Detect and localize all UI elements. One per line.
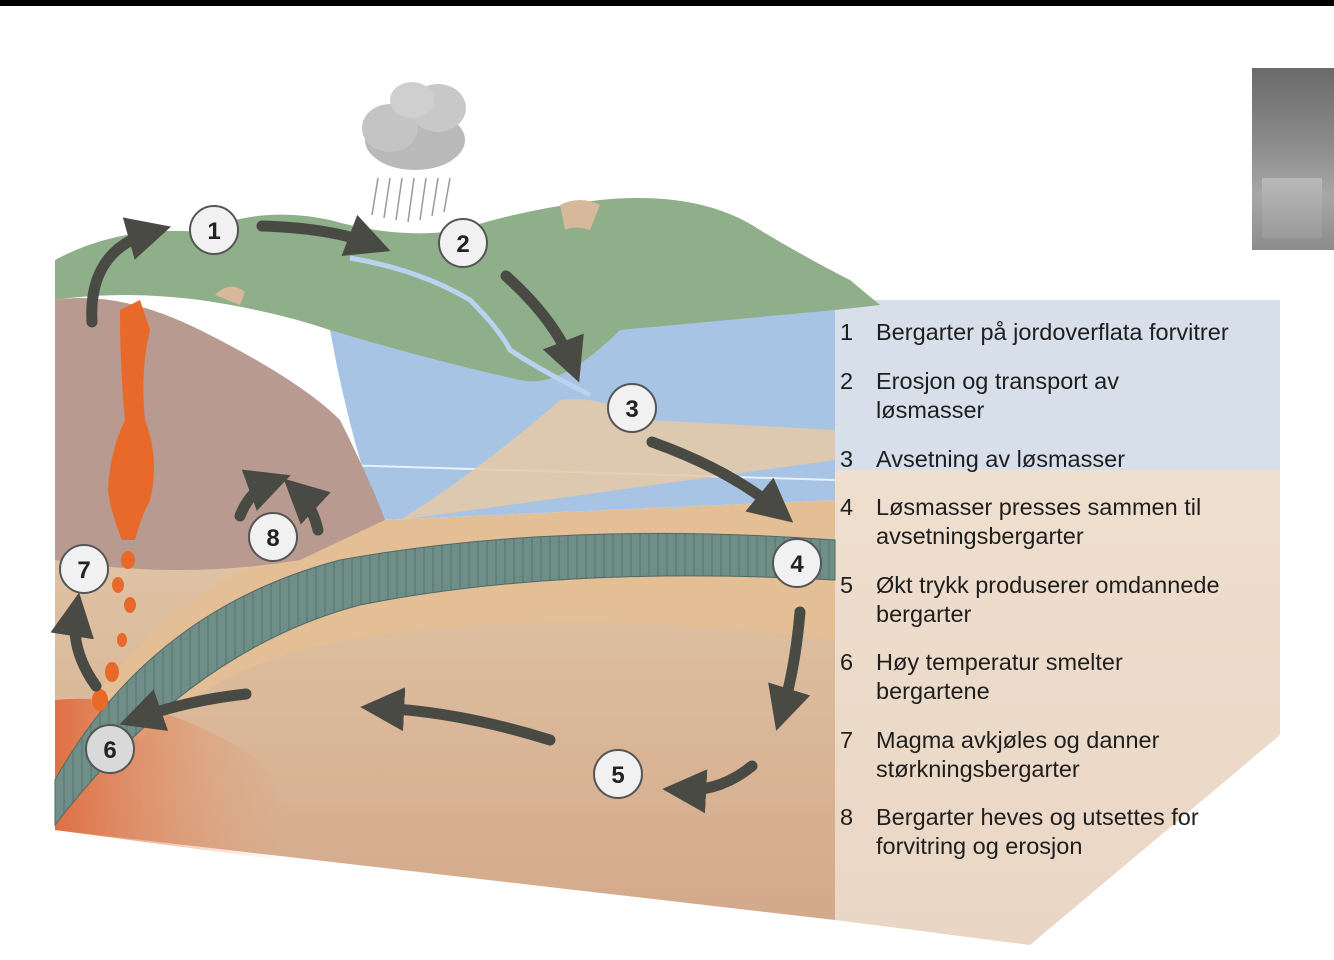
legend-text: Bergarter på jordoverflata forvitrer bbox=[876, 319, 1229, 345]
legend-item-4: 4 Løsmasser presses sammen til avsetning… bbox=[840, 493, 1261, 551]
marker-3: 3 bbox=[607, 383, 657, 433]
marker-8: 8 bbox=[248, 512, 298, 562]
legend-text: Avsetning av løsmasser bbox=[876, 446, 1126, 472]
marker-4: 4 bbox=[772, 538, 822, 588]
marker-1-label: 1 bbox=[207, 218, 220, 245]
legend-item-3: 3 Avsetning av løsmasser bbox=[840, 445, 1286, 474]
legend-num: 2 bbox=[840, 368, 854, 394]
legend-text: Bergarter heves og utsettes for forvitri… bbox=[876, 804, 1199, 859]
rain-cloud bbox=[362, 82, 466, 223]
marker-1: 1 bbox=[189, 205, 239, 255]
legend-text: Løsmasser presses sammen til avsetningsb… bbox=[876, 494, 1202, 549]
legend-text: Økt trykk produserer omdannede bergarter bbox=[876, 572, 1220, 627]
legend-item-8: 8 Bergarter heves og utsettes for forvit… bbox=[840, 803, 1256, 861]
subducting-slab bbox=[54, 532, 836, 827]
marker-3-label: 3 bbox=[625, 396, 638, 423]
marker-4-label: 4 bbox=[790, 551, 804, 578]
legend-item-2: 2 Erosjon og transport av løsmasser bbox=[840, 367, 1176, 425]
legend-item-6: 6 Høy temperatur smelter bergartene bbox=[840, 648, 1176, 706]
magma-column bbox=[108, 300, 154, 540]
video-thumbnail bbox=[1252, 68, 1334, 250]
legend-text: Erosjon og transport av løsmasser bbox=[876, 368, 1119, 423]
marker-6: 6 bbox=[85, 724, 135, 774]
marker-5-label: 5 bbox=[611, 762, 624, 789]
legend-num: 5 bbox=[840, 572, 854, 598]
legend-num: 1 bbox=[840, 319, 854, 345]
legend-text: Magma avkjøles og danner størkningsberga… bbox=[876, 727, 1160, 782]
marker-2: 2 bbox=[438, 218, 488, 268]
legend-item-5: 5 Økt trykk produserer omdannede bergart… bbox=[840, 571, 1276, 629]
mountain-snowcap-2 bbox=[215, 286, 245, 305]
legend-num: 7 bbox=[840, 727, 854, 753]
top-black-bar bbox=[0, 0, 1334, 6]
green-mountains bbox=[55, 198, 880, 382]
sediment-fan bbox=[400, 399, 835, 520]
legend-num: 4 bbox=[840, 494, 854, 520]
marker-2-label: 2 bbox=[456, 231, 469, 258]
marker-5: 5 bbox=[593, 749, 643, 799]
marker-7-label: 7 bbox=[77, 557, 90, 584]
cycle-arrows bbox=[50, 214, 811, 814]
magma-droplets bbox=[92, 551, 136, 711]
legend-num: 3 bbox=[840, 446, 854, 472]
legend-num: 8 bbox=[840, 804, 854, 830]
legend-item-7: 7 Magma avkjøles og danner størkningsber… bbox=[840, 726, 1216, 784]
marker-8-label: 8 bbox=[266, 525, 279, 552]
marker-7: 7 bbox=[59, 544, 109, 594]
legend-item-1: 1 Bergarter på jordoverflata forvitrer bbox=[840, 318, 1286, 347]
legend-num: 6 bbox=[840, 649, 854, 675]
mountain-snowcap-1 bbox=[560, 200, 600, 230]
water-right-face bbox=[835, 300, 1280, 470]
marker-6-label: 6 bbox=[103, 737, 116, 764]
legend-text: Høy temperatur smelter bergartene bbox=[876, 649, 1123, 704]
